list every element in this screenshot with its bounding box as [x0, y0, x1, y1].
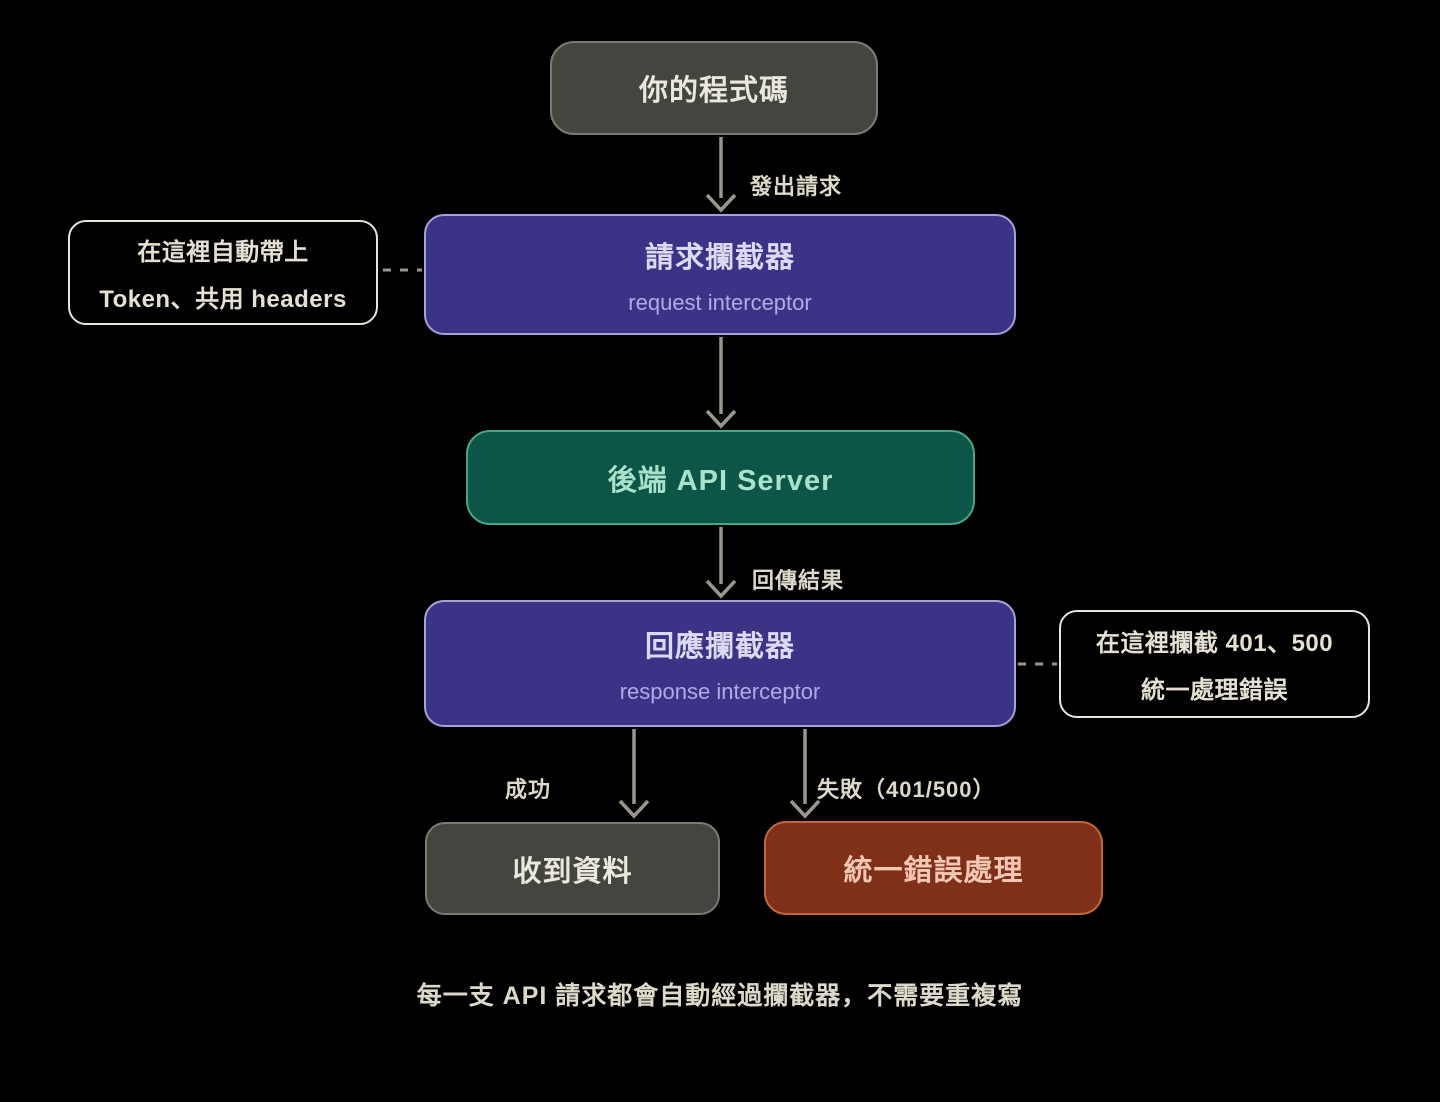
arrow-return-result [705, 527, 737, 599]
node-api-server-label: 後端 API Server [607, 464, 834, 497]
note-response-interceptor: 在這裡攔截 401、500 統一處理錯誤 [1059, 610, 1370, 718]
note-response-line1: 在這裡攔截 401、500 [1095, 630, 1334, 657]
node-your-code: 你的程式碼 [550, 41, 878, 135]
diagram-caption: 每一支 API 請求都會自動經過攔截器，不需要重複寫 [416, 982, 1024, 1010]
edge-label-return-result: 回傳結果 [752, 568, 845, 593]
node-request-interceptor: 請求攔截器 request interceptor [424, 214, 1016, 335]
node-error-handler-label: 統一錯誤處理 [843, 855, 1024, 887]
node-response-interceptor-subtitle: response interceptor [619, 678, 821, 704]
arrow-request-to-server [705, 337, 737, 429]
note-request-interceptor: 在這裡自動帶上 Token、共用 headers [68, 220, 378, 325]
node-request-interceptor-subtitle: request interceptor [628, 289, 812, 315]
note-request-line1: 在這裡自動帶上 [137, 238, 309, 266]
edge-label-send-request: 發出請求 [750, 174, 843, 199]
node-data-received: 收到資料 [425, 822, 720, 915]
node-api-server: 後端 API Server [466, 430, 975, 525]
arrow-send-request [705, 137, 737, 213]
node-your-code-label: 你的程式碼 [638, 75, 789, 107]
node-data-received-label: 收到資料 [512, 855, 633, 888]
arrow-success [618, 729, 650, 819]
note-request-line2: Token、共用 headers [99, 285, 347, 313]
node-response-interceptor-title: 回應攔截器 [644, 630, 795, 663]
node-response-interceptor: 回應攔截器 response interceptor [424, 600, 1016, 727]
node-error-handler: 統一錯誤處理 [764, 821, 1103, 915]
edge-label-failure: 失敗（401/500） [817, 777, 996, 802]
node-request-interceptor-title: 請求攔截器 [644, 241, 795, 274]
note-response-line2: 統一處理錯誤 [1141, 677, 1288, 704]
arrow-failure [789, 729, 821, 819]
edge-label-success: 成功 [505, 777, 552, 802]
